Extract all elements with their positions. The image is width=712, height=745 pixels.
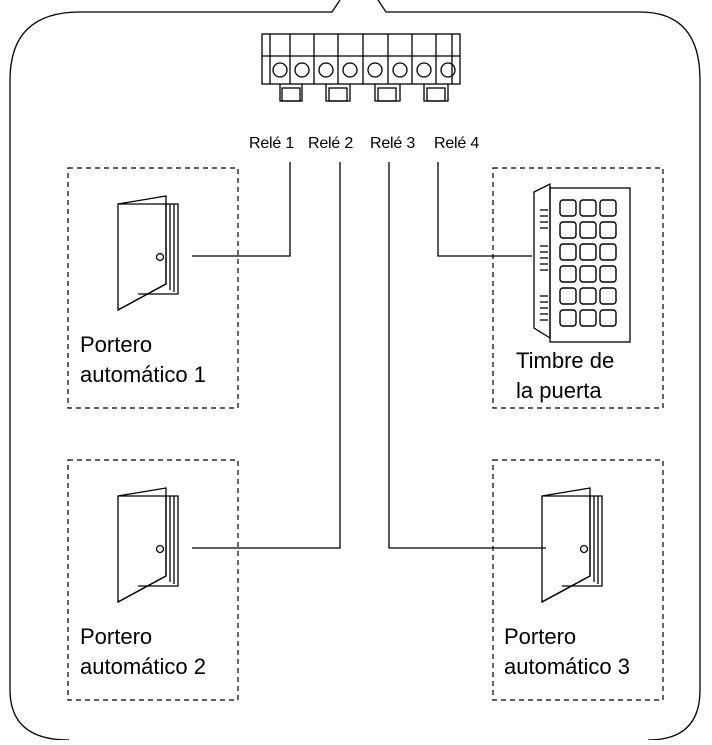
terminal-screw [272,62,288,78]
frame-portero-3 [492,459,664,701]
caption-line: Timbre de [516,348,615,373]
frame-portero-1 [67,167,239,409]
relay-label-3: Relé 3 [370,135,416,152]
wires [192,162,546,549]
caption-portero-1: Portero automático 1 [80,330,206,390]
wire-relay-1 [192,162,291,257]
relay-label-2: Relé 2 [308,135,354,152]
door-icon [117,487,179,604]
terminal-screw [318,62,334,78]
terminal-screw [342,62,358,78]
door-icon [117,195,179,312]
terminal-screw [392,62,408,78]
caption-line: la puerta [516,378,602,403]
caption-line: automático 2 [80,654,206,679]
device-frames [67,167,664,701]
wire-relay-4 [437,162,532,257]
caption-line: Portero [504,624,577,649]
keypad-icon [533,182,631,343]
terminal-screw [367,62,383,78]
caption-line: Portero [80,332,153,357]
enclosure-outline [9,0,701,741]
caption-line: Portero [80,624,153,649]
relay-label-4: Relé 4 [434,135,480,152]
terminal-block [261,33,461,85]
caption-line: automático 1 [80,362,206,387]
terminal-screw [440,62,456,78]
caption-portero-3: Portero automático 3 [504,622,630,682]
door-icon [541,487,603,604]
terminal-screw [294,62,310,78]
caption-portero-2: Portero automático 2 [80,622,206,682]
wire-relay-2 [192,162,341,549]
wire-relay-3 [388,162,546,549]
caption-timbre: Timbre de la puerta [516,346,614,406]
frame-portero-2 [67,459,239,701]
relay-label-1: Relé 1 [249,135,295,152]
terminal-screw [416,62,432,78]
frame-timbre [492,167,664,409]
relay-jumpers [279,84,449,102]
caption-line: automático 3 [504,654,630,679]
